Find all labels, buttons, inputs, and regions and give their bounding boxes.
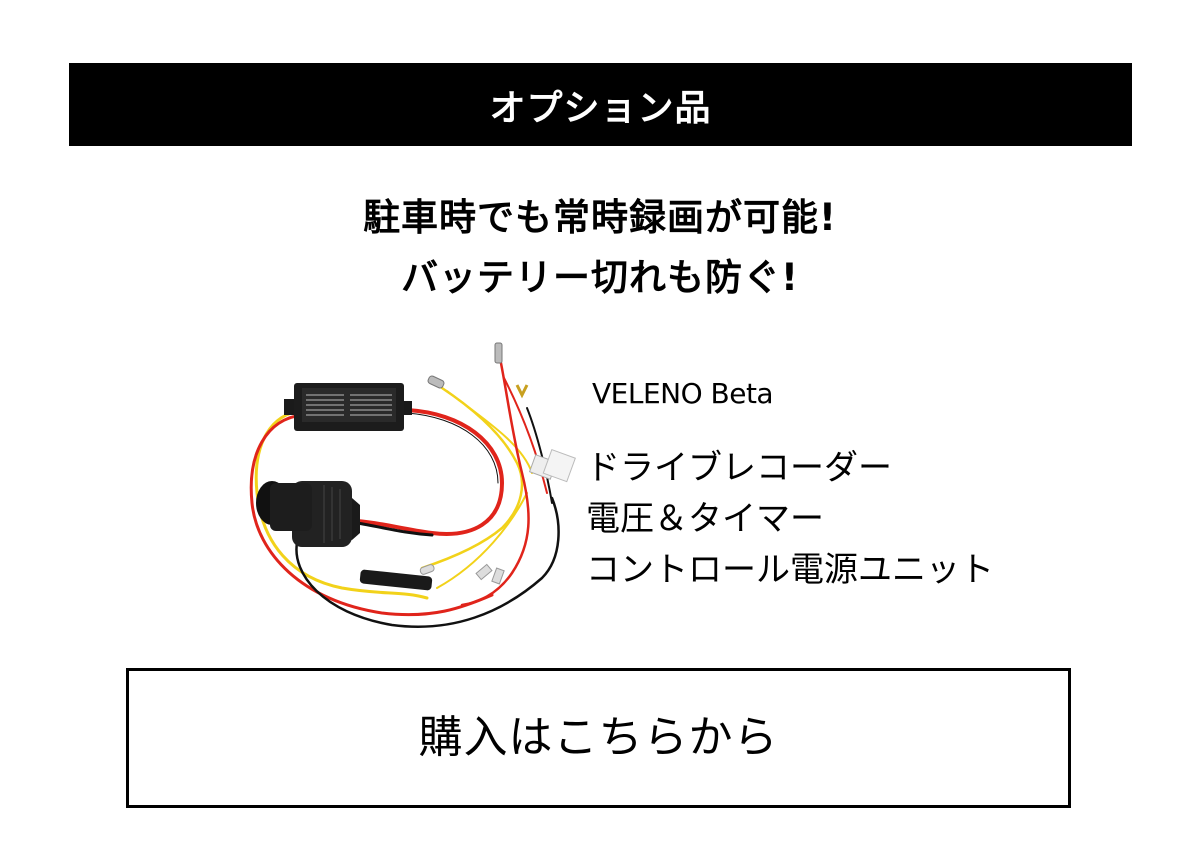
section-header-bar: オプション品 [69,63,1132,146]
product-description-line-3: コントロール電源ユニット [586,550,994,590]
headline-line-1: 駐車時でも常時録画が可能! [363,196,837,239]
headline-line-2: バッテリー切れも防ぐ! [401,256,799,299]
buy-here-label: 購入はこちらから [418,712,779,763]
product-description-line-2: 電圧＆タイマー [586,499,824,539]
section-title: オプション品 [489,87,712,129]
buy-here-button[interactable]: 購入はこちらから [126,668,1071,808]
product-image [232,333,582,633]
product-description-line-1: ドライブレコーダー [586,448,892,488]
product-name: VELENO Beta [592,377,774,410]
